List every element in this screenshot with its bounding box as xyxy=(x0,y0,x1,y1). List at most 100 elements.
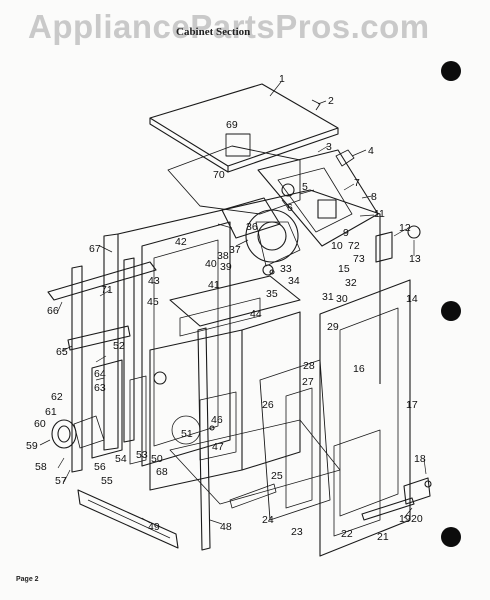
callout-39: 39 xyxy=(220,261,232,273)
callout-54: 54 xyxy=(115,453,127,465)
bottom-rail xyxy=(77,489,179,549)
callout-36: 36 xyxy=(246,221,258,233)
callout-10: 10 xyxy=(331,240,343,252)
callout-14: 14 xyxy=(406,293,418,305)
page-number: Page 2 xyxy=(16,576,39,583)
cabinet-left-wall xyxy=(103,233,119,451)
door-hinge-plate xyxy=(91,359,123,459)
callout-50: 50 xyxy=(151,453,163,465)
callout-34: 34 xyxy=(288,275,300,287)
callout-31: 31 xyxy=(322,291,334,303)
terminal-block xyxy=(375,231,393,263)
callout-69: 69 xyxy=(226,119,238,131)
callout-71: 71 xyxy=(101,284,113,296)
callout-48: 48 xyxy=(220,521,232,533)
callout-70: 70 xyxy=(213,169,225,181)
callout-43: 43 xyxy=(148,275,160,287)
bracket-right xyxy=(403,477,431,505)
callout-24: 24 xyxy=(262,514,274,526)
callout-62: 62 xyxy=(51,391,63,403)
callout-61: 61 xyxy=(45,406,57,418)
callout-60: 60 xyxy=(34,418,46,430)
callout-56: 56 xyxy=(94,461,106,473)
callout-38: 38 xyxy=(217,250,229,262)
callout-46: 46 xyxy=(211,414,223,426)
callout-40: 40 xyxy=(205,258,217,270)
binder-hole-top xyxy=(441,61,461,81)
callout-16: 16 xyxy=(353,363,365,375)
callout-5: 5 xyxy=(302,181,308,193)
knob-assembly xyxy=(51,419,77,449)
rear-panel xyxy=(167,145,301,215)
binder-hole-bottom xyxy=(441,527,461,547)
callout-22: 22 xyxy=(341,528,353,540)
callout-8: 8 xyxy=(371,191,377,203)
side-panel-bottom xyxy=(259,359,331,521)
callout-29: 29 xyxy=(327,321,339,333)
callout-45: 45 xyxy=(147,296,159,308)
binder-hole-middle xyxy=(441,301,461,321)
callout-59: 59 xyxy=(26,440,38,452)
front-bar xyxy=(47,261,157,301)
callout-53: 53 xyxy=(136,449,148,461)
callout-12: 12 xyxy=(399,222,411,234)
callout-68: 68 xyxy=(156,466,168,478)
callout-30: 30 xyxy=(336,293,348,305)
callout-64: 64 xyxy=(94,368,106,380)
section-title: Cabinet Section xyxy=(176,26,251,38)
callout-3: 3 xyxy=(326,141,332,153)
callout-51: 51 xyxy=(181,428,193,440)
callout-37: 37 xyxy=(229,244,241,256)
callout-72: 72 xyxy=(348,240,360,252)
control-bracket xyxy=(257,149,379,247)
callout-18: 18 xyxy=(414,453,426,465)
rear-service-panel xyxy=(339,307,399,517)
callout-4: 4 xyxy=(368,145,374,157)
callout-65: 65 xyxy=(56,346,68,358)
callout-25: 25 xyxy=(271,470,283,482)
callout-19: 19 xyxy=(399,513,411,525)
callout-2: 2 xyxy=(328,95,334,107)
rear-rail xyxy=(361,497,415,521)
front-frame xyxy=(141,221,231,467)
left-vertical-channel xyxy=(123,257,135,443)
center-divider xyxy=(169,275,301,327)
base-plate xyxy=(169,419,341,505)
callout-41: 41 xyxy=(208,279,220,291)
callout-66: 66 xyxy=(47,305,59,317)
callout-7: 7 xyxy=(354,177,360,189)
callout-6: 6 xyxy=(287,202,293,214)
callout-52: 52 xyxy=(113,340,125,352)
vertical-rod xyxy=(197,327,211,551)
callout-55: 55 xyxy=(101,475,113,487)
left-door-rail xyxy=(71,265,83,473)
callout-35: 35 xyxy=(266,288,278,300)
callout-44: 44 xyxy=(250,308,262,320)
callout-labels: 1 2 3 4 5 6 7 8 9 10 11 12 13 14 15 16 1… xyxy=(26,73,426,543)
callout-32: 32 xyxy=(345,277,357,289)
callout-47: 47 xyxy=(212,441,224,453)
callout-28: 28 xyxy=(303,360,315,372)
callout-27: 27 xyxy=(302,376,314,388)
callout-42: 42 xyxy=(175,236,187,248)
callout-21: 21 xyxy=(377,531,389,543)
callout-23: 23 xyxy=(291,526,303,538)
callout-57: 57 xyxy=(55,475,67,487)
callout-20: 20 xyxy=(411,513,423,525)
callout-13: 13 xyxy=(409,253,421,265)
callout-63: 63 xyxy=(94,382,106,394)
callout-49: 49 xyxy=(148,521,160,533)
callout-1: 1 xyxy=(279,73,285,85)
callout-9: 9 xyxy=(343,227,349,239)
callout-15: 15 xyxy=(338,263,350,275)
callout-17: 17 xyxy=(406,399,418,411)
watermark: AppliancePartsPros.com xyxy=(28,8,430,45)
callout-73: 73 xyxy=(353,253,365,265)
callout-58: 58 xyxy=(35,461,47,473)
top-panel xyxy=(149,83,339,167)
callout-67: 67 xyxy=(89,243,101,255)
callout-26: 26 xyxy=(262,399,274,411)
callout-11: 11 xyxy=(374,208,385,220)
